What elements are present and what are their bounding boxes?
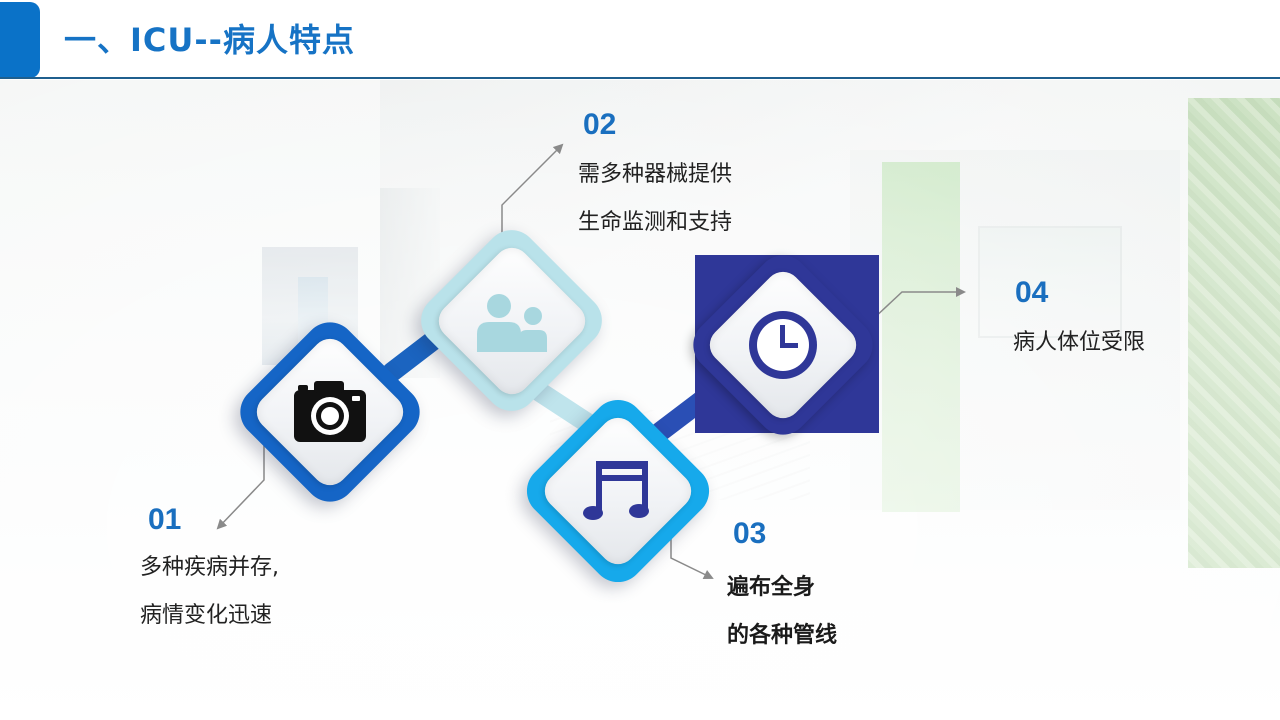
diamond-tile-01 [229, 311, 431, 513]
title-underline [0, 77, 1280, 79]
background-photo [0, 80, 1280, 720]
leader-arrow-04 [871, 287, 966, 321]
caption-line: 生命监测和支持 [578, 210, 733, 235]
item-number-01: 01 [148, 503, 182, 536]
leader-arrow-02 [501, 143, 564, 240]
item-caption-03: 遍布全身 的各种管线 [727, 564, 837, 660]
item-number-03: 03 [733, 517, 767, 550]
camera-icon [292, 378, 368, 444]
music-note-icon [578, 455, 658, 525]
people-icon [471, 292, 553, 352]
item-number-04: 04 [1015, 276, 1049, 309]
caption-line: 需多种器械提供 [578, 162, 733, 187]
leader-arrow-03 [670, 537, 714, 579]
item-number-02: 02 [583, 108, 617, 141]
slide-title: 一、ICU--病人特点 [64, 21, 355, 59]
diamond-tile-02 [410, 219, 613, 422]
caption-line: 病情变化迅速 [140, 603, 273, 628]
caption-line: 病人体位受限 [1013, 330, 1146, 355]
background-fade-overlay [0, 80, 1280, 720]
caption-line: 的各种管线 [727, 623, 838, 648]
leader-arrow-01 [216, 442, 265, 530]
clock-icon [743, 305, 823, 385]
title-accent-tab [0, 2, 40, 78]
diamond-tile-04 [682, 244, 884, 446]
caption-line: 遍布全身 [727, 575, 816, 600]
item-caption-04: 病人体位受限 [1013, 319, 1145, 367]
caption-line: 多种疾病并存, [140, 555, 279, 580]
item-caption-01: 多种疾病并存, 病情变化迅速 [140, 544, 279, 640]
diamond-tile-03 [516, 389, 720, 593]
link-02-03 [530, 382, 602, 436]
item-caption-02: 需多种器械提供 生命监测和支持 [578, 151, 732, 247]
title-bar: 一、ICU--病人特点 [0, 0, 1280, 80]
